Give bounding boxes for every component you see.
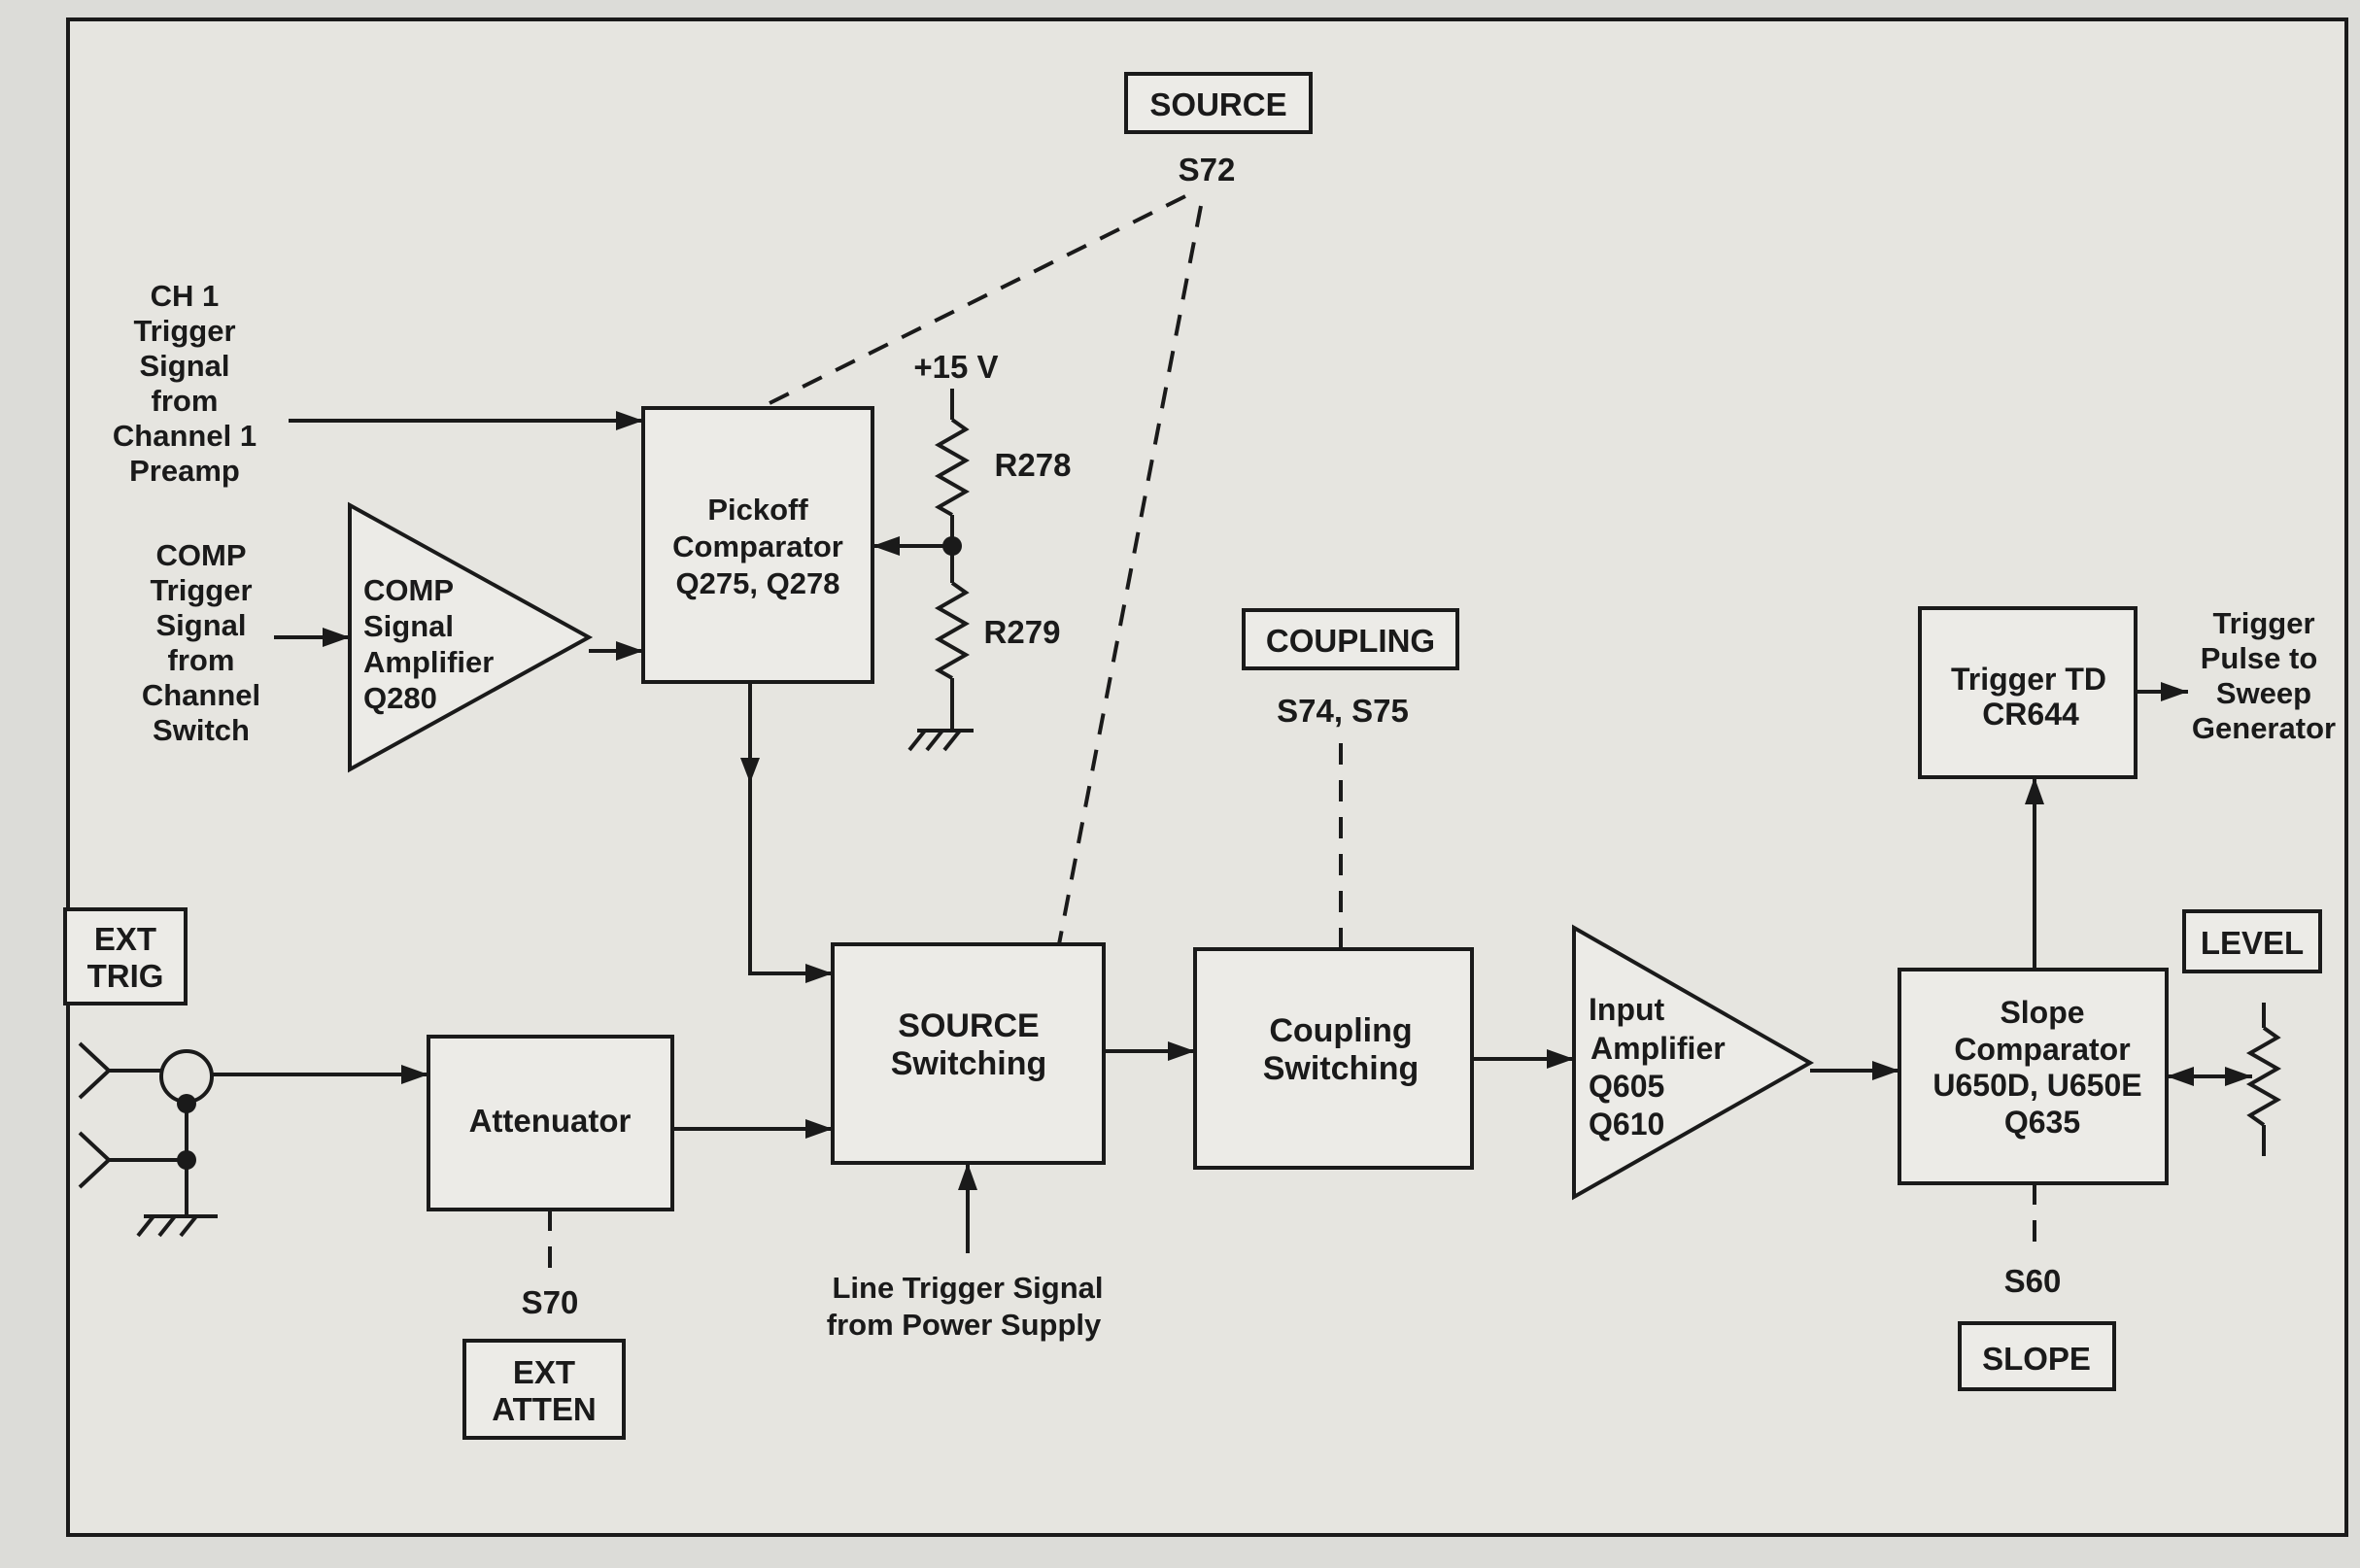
trigger-td-label: Trigger TD CR644 (1951, 662, 2106, 732)
coupling-switching-box (1193, 947, 1474, 1170)
slope-comp-line: Comparator (1954, 1032, 2130, 1067)
ext-atten-label: EXT ATTEN (492, 1354, 597, 1427)
source-switching-box (831, 942, 1106, 1165)
comp-label-line: Channel (142, 678, 260, 712)
ext-trig-label: EXT TRIG (87, 921, 164, 994)
coupling-control-label: COUPLING (1266, 623, 1435, 659)
comp-amp-line: Signal (363, 609, 454, 643)
pickoff-comparator-label: Pickoff Comparator Q275, Q278 (672, 493, 843, 600)
ch1-label-line: Channel 1 (113, 419, 257, 453)
output-line: Trigger (2212, 606, 2314, 640)
comp-amplifier-label: COMP Signal Amplifier Q280 (363, 573, 494, 715)
source-control-label: SOURCE (1149, 86, 1286, 122)
output-line: Generator (2192, 711, 2336, 745)
r279-label: R279 (984, 614, 1061, 650)
ch1-label-line: Trigger (133, 314, 235, 348)
comp-amp-line: COMP (363, 573, 454, 607)
ext-trig-line: EXT (94, 921, 156, 957)
coupling-switch-label: S74, S75 (1277, 693, 1409, 729)
slope-comparator-label: Slope Comparator U650D, U650E Q635 (1932, 995, 2141, 1140)
line-trigger-label: Line Trigger Signal from Power Supply (827, 1271, 1104, 1342)
slope-comparator-box (1898, 968, 2169, 1185)
ch1-label-line: Signal (139, 349, 229, 383)
level-control-box (2182, 909, 2322, 973)
comp-trigger-input-label: COMP Trigger Signal from Channel Switch (142, 538, 260, 747)
pickoff-line: Pickoff (707, 493, 808, 527)
line-trigger-line: from Power Supply (827, 1308, 1102, 1342)
slope-control-label: SLOPE (1982, 1341, 2091, 1377)
source-switch-label: S72 (1179, 152, 1236, 187)
attenuator-box (427, 1035, 674, 1211)
source-switching-line: Switching (891, 1045, 1047, 1082)
coupling-control-box (1242, 608, 1459, 670)
ext-atten-switch-label: S70 (522, 1284, 579, 1320)
pickoff-comparator-box (641, 406, 874, 684)
trigger-td-line: CR644 (1982, 697, 2079, 732)
pickoff-down-arrowhead (740, 758, 760, 783)
input-amp-line: Input (1589, 992, 1665, 1027)
source-switching-label: SOURCE Switching (891, 1007, 1047, 1082)
input-amp-line: Q610 (1589, 1107, 1664, 1142)
input-amplifier-label: Input Amplifier Q605 Q610 (1589, 992, 1726, 1142)
ext-trig-line: TRIG (87, 958, 164, 994)
resistor-r279 (934, 581, 971, 680)
output-line: Sweep (2216, 676, 2311, 710)
pickoff-line: Comparator (672, 529, 843, 563)
ch1-label-line: Preamp (129, 454, 240, 488)
comp-label-line: Switch (153, 713, 250, 747)
source-switching-line: SOURCE (898, 1007, 1039, 1044)
output-line: Pulse to (2201, 641, 2318, 675)
source-dashed-to-switching (1057, 205, 1203, 945)
r278-label: R278 (995, 447, 1072, 483)
slope-comp-line: Slope (2000, 995, 2084, 1030)
slope-comp-line: Q635 (2004, 1105, 2080, 1140)
level-potentiometer (2245, 1026, 2282, 1127)
resistor-r278 (934, 418, 971, 517)
comp-label-line: COMP (156, 538, 247, 572)
attenuator-label: Attenuator (469, 1103, 632, 1139)
pickoff-line: Q275, Q278 (676, 566, 840, 600)
input-amp-line: Amplifier (1590, 1031, 1726, 1066)
comp-label-line: Trigger (150, 573, 252, 607)
source-control-box (1124, 72, 1313, 134)
ext-trig-control-box (63, 907, 188, 1006)
slope-control-box (1958, 1321, 2116, 1391)
coupling-switching-line: Switching (1263, 1050, 1419, 1087)
ext-atten-line: ATTEN (492, 1391, 597, 1427)
coupling-switching-line: Coupling (1269, 1012, 1412, 1049)
ext-atten-control-box (462, 1339, 626, 1440)
input-amp-line: Q605 (1589, 1069, 1664, 1104)
sweep-generator-output-label: Trigger Pulse to Sweep Generator (2192, 606, 2336, 745)
level-control-label: LEVEL (2201, 925, 2304, 961)
coupling-switching-label: Coupling Switching (1263, 1012, 1419, 1087)
slope-comp-line: U650D, U650E (1932, 1068, 2141, 1103)
ch1-trigger-input-label: CH 1 Trigger Signal from Channel 1 Pream… (113, 279, 257, 488)
comp-amp-line: Q280 (363, 681, 437, 715)
input-amplifier-triangle (1572, 924, 1815, 1201)
ground-symbol (907, 729, 974, 752)
line-trigger-line: Line Trigger Signal (832, 1271, 1103, 1305)
comp-label-line: from (168, 643, 235, 677)
ch1-label-line: CH 1 (151, 279, 220, 313)
slope-switch-label: S60 (2004, 1263, 2062, 1299)
trigger-td-line: Trigger TD (1951, 662, 2106, 697)
comp-amp-line: Amplifier (363, 645, 494, 679)
supply-voltage-label: +15 V (913, 349, 998, 385)
ext-atten-line: EXT (513, 1354, 575, 1390)
source-dashed-to-pickoff (759, 194, 1186, 410)
comp-label-line: Signal (155, 608, 246, 642)
ch1-label-line: from (152, 384, 219, 418)
